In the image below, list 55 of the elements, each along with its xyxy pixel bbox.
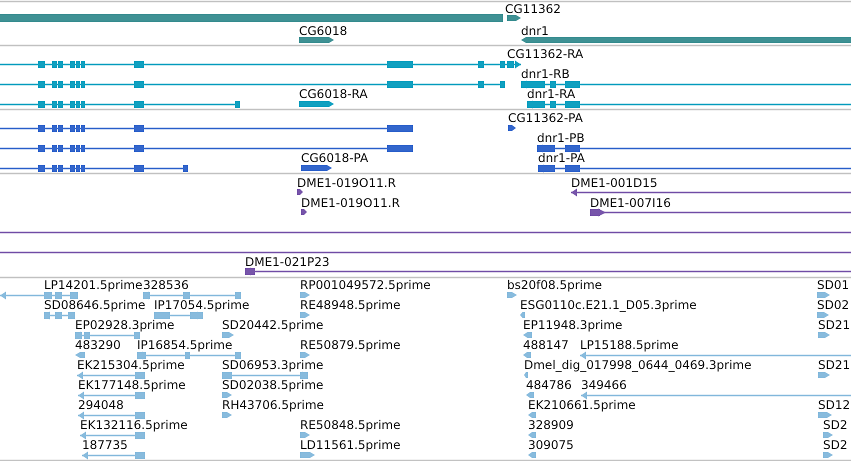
feature-label: CG6018: [299, 24, 348, 38]
feature-label: RE50879.5prime: [300, 338, 400, 352]
feature-label: ESG0110c.E21.1_D05.3prime: [520, 298, 697, 312]
feature-label: RE50848.5prime: [300, 418, 400, 432]
feature-label: SD21: [818, 358, 850, 372]
feature-label: dnr1-PA: [538, 151, 585, 165]
feature-label: SD06953.3prime: [222, 358, 324, 372]
feature-label: DME1-001D15: [571, 176, 658, 190]
feature-label: 328536: [143, 278, 189, 292]
feature-label: SD08646.5prime: [44, 298, 146, 312]
feature-label: DME1-007I16: [590, 196, 671, 210]
feature-label: CG11362-PA: [508, 111, 583, 125]
feature-label: EK132116.5prime: [80, 418, 188, 432]
feature-label: SD01: [817, 278, 850, 292]
feature-label: CG11362-RA: [507, 47, 584, 61]
feature-label: DME1-021P23: [245, 255, 330, 269]
feature-label: SD02038.5prime: [222, 378, 324, 392]
feature-label: dnr1: [521, 24, 549, 38]
feature-label: LD11561.5prime: [300, 438, 401, 452]
feature-label: SD2: [823, 418, 848, 432]
feature-label: IP16854.5prime: [137, 338, 232, 352]
feature-label: 309075: [528, 438, 574, 452]
feature-label: LP15188.5prime: [580, 338, 679, 352]
feature-label: SD21: [818, 318, 850, 332]
feature-label: dnr1-RA: [527, 87, 576, 101]
feature-label: RH43706.5prime: [222, 398, 324, 412]
feature-label: DME1-019O11.R: [297, 176, 396, 190]
feature-label: SD2: [823, 438, 848, 452]
feature-label: CG6018-PA: [301, 151, 368, 165]
feature-label: dnr1-PB: [537, 131, 585, 145]
feature-label: SD20442.5prime: [222, 318, 324, 332]
feature-label: IP17054.5prime: [154, 298, 250, 312]
feature-label: EP02928.3prime: [75, 318, 174, 332]
feature-label: 328909: [528, 418, 574, 432]
feature-label: 483290: [75, 338, 121, 352]
feature-label: CG6018-RA: [299, 87, 368, 101]
feature-label: DME1-019O11.R: [301, 196, 400, 210]
feature-label: EK177148.5prime: [78, 378, 186, 392]
feature-label: RP001049572.5prime: [300, 278, 431, 292]
feature-label: 294048: [78, 398, 124, 412]
feature-label: 484786: [526, 378, 572, 392]
feature-label: SD12: [818, 398, 850, 412]
feature-label: SD02: [817, 298, 850, 312]
feature-label: CG11362: [505, 2, 561, 16]
feature-label: bs20f08.5prime: [507, 278, 602, 292]
feature-label: LP14201.5prime: [44, 278, 143, 292]
feature-label: 349466: [581, 378, 627, 392]
feature-label: dnr1-RB: [521, 67, 570, 81]
feature-label: Dmel_dig_017998_0644_0469.3prime: [524, 358, 752, 372]
feature-label: EK210661.5prime: [528, 398, 636, 412]
feature-label: 488147: [523, 338, 569, 352]
feature-label: 187735: [82, 438, 128, 452]
feature-label: EK215304.5prime: [77, 358, 185, 372]
feature-label: EP11948.3prime: [523, 318, 622, 332]
feature-label: RE48948.5prime: [300, 298, 400, 312]
